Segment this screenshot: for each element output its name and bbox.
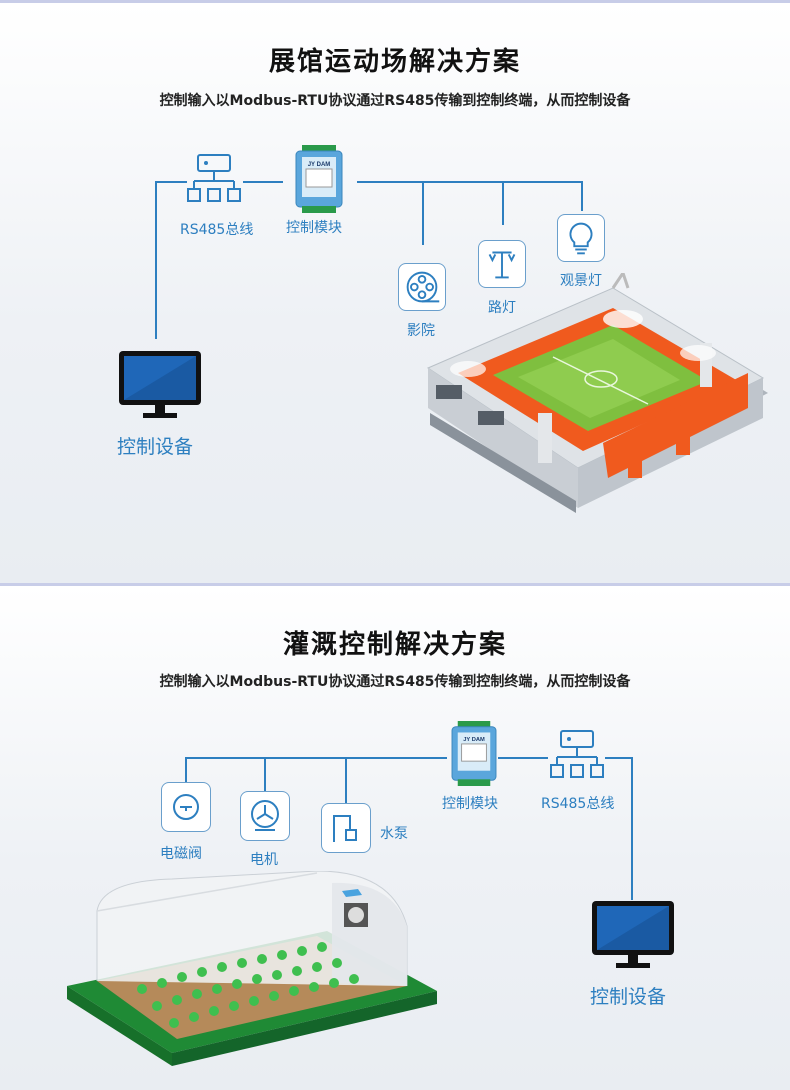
section-subtitle: 控制输入以Modbus-RTU协议通过RS485传输到控制终端，从而控制设备 (159, 674, 631, 690)
section-subtitle: 控制输入以Modbus-RTU协议通过RS485传输到控制终端，从而控制设备 (159, 93, 631, 109)
connector-line (605, 757, 632, 759)
stadium-illustration (426, 273, 768, 513)
irrigation-solution-panel: 灌溉控制解决方案 控制输入以Modbus-RTU协议通过RS485传输到控制终端… (0, 583, 790, 1090)
cinema-device-box (398, 263, 446, 311)
pump-device-box (321, 803, 371, 853)
network-bus-icon (187, 154, 241, 202)
connector-line (155, 181, 157, 339)
control-device-label: 控制设备 (590, 986, 667, 1008)
control-module-icon: JY DAM (451, 721, 497, 786)
control-device-label: 控制设备 (117, 436, 194, 458)
streetlight-device-box (478, 240, 526, 288)
solenoid-valve-device-box (161, 782, 211, 832)
scenic-light-device-box (557, 214, 605, 262)
valve-icon (173, 794, 199, 820)
module-brand-text: JY DAM (463, 737, 485, 743)
connector-line (631, 757, 633, 900)
light-bulb-icon (569, 222, 593, 255)
motor-device-box (240, 791, 290, 841)
rs485-bus-label: RS485总线 (541, 796, 615, 812)
stadium-solution-panel: 展馆运动场解决方案 控制输入以Modbus-RTU协议通过RS485传输到控制终… (0, 0, 790, 583)
monitor-icon (119, 351, 201, 418)
connector-line (264, 757, 266, 792)
connector-line (243, 181, 283, 183)
fan-motor-icon (251, 800, 279, 831)
rs485-bus-label: RS485总线 (180, 222, 254, 238)
device-label: 水泵 (380, 826, 408, 842)
control-module-icon: JY DAM (295, 145, 343, 213)
network-bus-icon (550, 730, 604, 778)
connector-line (357, 181, 582, 183)
control-module-label: 控制模块 (442, 796, 498, 812)
connector-line (502, 181, 504, 225)
connector-line (185, 757, 447, 759)
monitor-icon (592, 901, 674, 968)
connector-line (422, 181, 424, 245)
module-brand-text: JY DAM (308, 162, 331, 168)
device-label: 电机 (250, 852, 278, 868)
film-reel-icon (406, 271, 440, 303)
connector-line (345, 757, 347, 803)
section-title: 灌溉控制解决方案 (282, 630, 507, 660)
connector-line (185, 757, 187, 782)
device-label: 观景灯 (560, 273, 602, 289)
control-module-label: 控制模块 (286, 220, 342, 236)
street-lamp-icon (488, 251, 516, 279)
connector-line (498, 757, 548, 759)
connector-line (581, 181, 583, 211)
section-title: 展馆运动场解决方案 (268, 47, 521, 77)
greenhouse-illustration (67, 871, 437, 1066)
device-label: 影院 (407, 323, 435, 339)
device-label: 电磁阀 (160, 846, 202, 862)
water-pump-icon (333, 815, 357, 842)
connector-line (155, 181, 187, 183)
device-label: 路灯 (488, 300, 516, 316)
